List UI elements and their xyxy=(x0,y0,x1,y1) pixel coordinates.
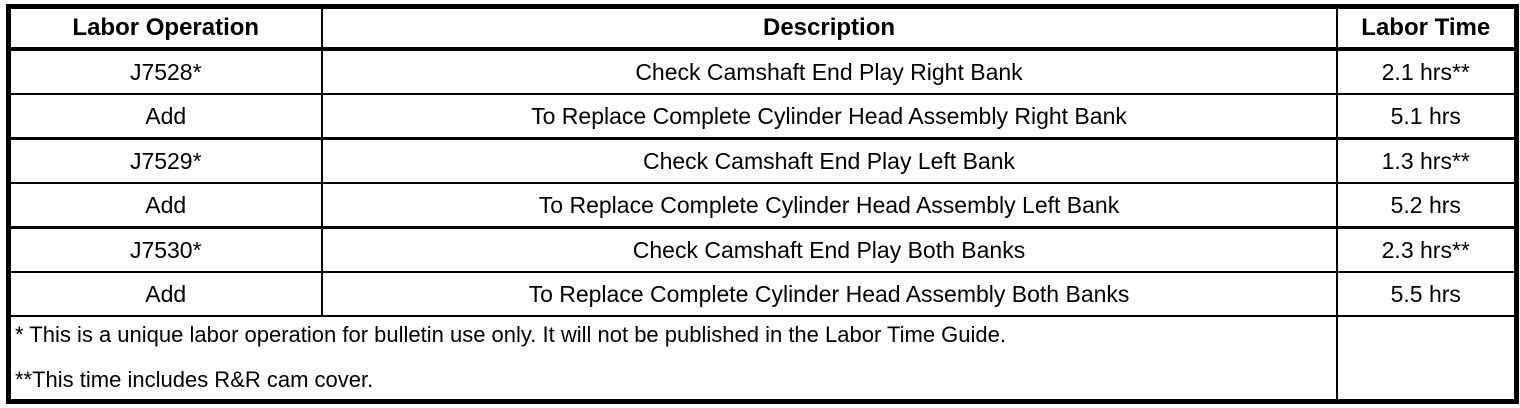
cell-description: To Replace Complete Cylinder Head Assemb… xyxy=(320,271,1338,317)
cell-labor-operation: Add xyxy=(7,93,323,140)
cell-labor-time: 5.1 hrs xyxy=(1335,93,1518,140)
cell-labor-operation: Add xyxy=(7,182,323,229)
table-row: J7530* Check Camshaft End Play Both Bank… xyxy=(7,226,1518,273)
cell-description: Check Camshaft End Play Left Bank xyxy=(320,137,1338,184)
table-row: J7528* Check Camshaft End Play Right Ban… xyxy=(7,47,1518,95)
labor-operation-table: Labor Operation Description Labor Time J… xyxy=(6,4,1519,404)
footnote-cell: * This is a unique labor operation for b… xyxy=(7,315,1338,402)
table-row: Add To Replace Complete Cylinder Head As… xyxy=(7,93,1518,140)
table-row: J7529* Check Camshaft End Play Left Bank… xyxy=(7,137,1518,184)
cell-labor-time: 5.5 hrs xyxy=(1335,271,1518,317)
table-header-row: Labor Operation Description Labor Time xyxy=(7,6,1518,51)
cell-labor-time: 2.3 hrs** xyxy=(1335,226,1518,273)
cell-labor-time: 5.2 hrs xyxy=(1335,182,1518,229)
cell-description: To Replace Complete Cylinder Head Assemb… xyxy=(320,93,1338,140)
cell-labor-time: 1.3 hrs** xyxy=(1335,137,1518,184)
table-footnote-row: * This is a unique labor operation for b… xyxy=(7,315,1518,402)
footnote-labor-time-blank-cell xyxy=(1335,315,1518,402)
column-header-description: Description xyxy=(320,6,1338,51)
footnote-spacer xyxy=(15,346,1336,368)
table-row: Add To Replace Complete Cylinder Head As… xyxy=(7,271,1518,317)
cell-labor-operation: J7530* xyxy=(7,226,323,273)
footnote-line-double-asterisk: **This time includes R&R cam cover. xyxy=(15,367,374,393)
cell-description: Check Camshaft End Play Right Bank xyxy=(320,47,1338,95)
cell-description: Check Camshaft End Play Both Banks xyxy=(320,226,1338,273)
cell-labor-time: 2.1 hrs** xyxy=(1335,47,1518,95)
cell-labor-operation: J7528* xyxy=(7,47,323,95)
table-row: Add To Replace Complete Cylinder Head As… xyxy=(7,182,1518,229)
cell-labor-operation: J7529* xyxy=(7,137,323,184)
column-header-labor-operation: Labor Operation xyxy=(7,6,323,51)
cell-description: To Replace Complete Cylinder Head Assemb… xyxy=(320,182,1338,229)
column-header-labor-time: Labor Time xyxy=(1335,6,1518,51)
cell-labor-operation: Add xyxy=(7,271,323,317)
footnote-line-single-asterisk: * This is a unique labor operation for b… xyxy=(15,322,1006,347)
